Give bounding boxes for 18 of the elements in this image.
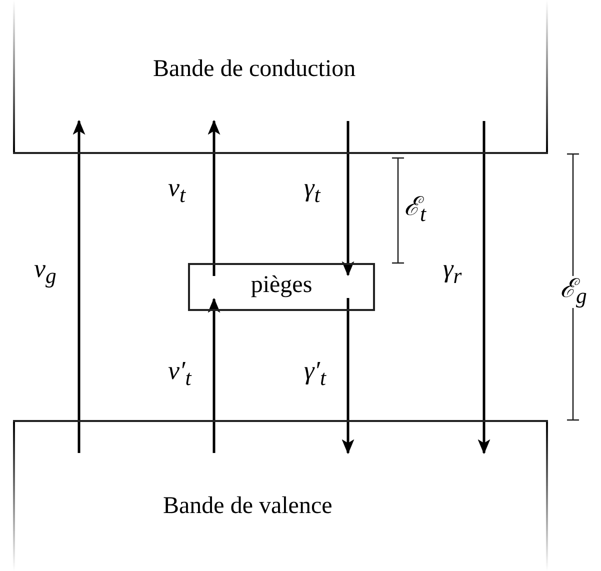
arrow [208, 120, 220, 276]
band-label: Bande de conduction [153, 56, 356, 83]
edge-label: ν′$_{t}$ [168, 358, 192, 390]
arrow [342, 298, 354, 454]
edge-label: γ$_{t}$ [304, 175, 320, 207]
arrow [478, 121, 490, 454]
arrow [342, 121, 354, 276]
trap-box [188, 263, 375, 311]
edge-label: ν$_{t}$ [168, 175, 186, 207]
edge-label: ν$_{g}$ [34, 256, 56, 288]
trap-label: pièges [250, 272, 314, 299]
edge-label: γ′$_{t}$ [304, 358, 326, 390]
edge-label: γ$_{r}$ [443, 256, 462, 288]
arrow [72, 120, 86, 453]
dimension-label: ℰ$_{t}$ [404, 194, 426, 226]
dimension-label: ℰ$_{g}$ [560, 276, 587, 308]
band-label: Bande de valence [163, 493, 332, 520]
arrow [208, 298, 220, 453]
